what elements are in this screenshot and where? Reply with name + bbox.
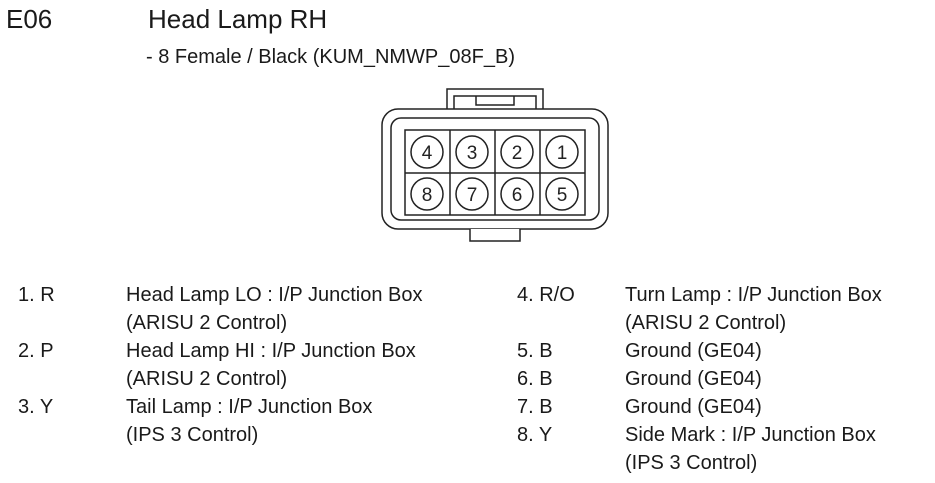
- connector-latch: [446, 88, 544, 109]
- pin-description: Head Lamp HI : I/P Junction Box (ARISU 2…: [126, 340, 416, 390]
- pin-label: 2: [512, 143, 523, 164]
- pin-cell-1: 1: [545, 135, 579, 169]
- pin-description: Ground (GE04): [625, 396, 762, 418]
- pin-description: Turn Lamp : I/P Junction Box (ARISU 2 Co…: [625, 284, 882, 334]
- pin-number: 6. B: [517, 368, 553, 390]
- pin-description: Tail Lamp : I/P Junction Box (IPS 3 Cont…: [126, 396, 373, 446]
- pin-label: 8: [422, 185, 433, 206]
- connector-title: Head Lamp RH: [148, 4, 328, 34]
- pin-number: 3. Y: [18, 396, 54, 418]
- pin-number: 7. B: [517, 396, 553, 418]
- pin-label: 1: [557, 143, 568, 164]
- connector-subtitle: - 8 Female / Black (KUM_NMWP_08F_B): [146, 46, 515, 68]
- pin-label: 4: [422, 143, 433, 164]
- pin-cell-5: 5: [545, 177, 579, 211]
- pin-description: Side Mark : I/P Junction Box (IPS 3 Cont…: [625, 424, 876, 474]
- pin-label: 3: [467, 143, 478, 164]
- pin-description: Ground (GE04): [625, 368, 762, 390]
- pin-number: 8. Y: [517, 424, 553, 446]
- pin-description: Head Lamp LO : I/P Junction Box (ARISU 2…: [126, 284, 423, 334]
- pin-label: 7: [467, 185, 478, 206]
- pin-cell-8: 8: [410, 177, 444, 211]
- pin-number: 1. R: [18, 284, 55, 306]
- pin-number: 5. B: [517, 340, 553, 362]
- connector-diagram: 4 3 2 1 8 7 6 5: [381, 88, 609, 242]
- pin-cell-4: 4: [410, 135, 444, 169]
- connector-bottom-tab: [469, 229, 521, 242]
- connector-code: E06: [6, 4, 53, 34]
- pin-label: 5: [557, 185, 568, 206]
- pin-number: 2. P: [18, 340, 54, 362]
- pin-assignment-table: 1. R Head Lamp LO : I/P Junction Box (AR…: [0, 281, 935, 481]
- pin-cell-3: 3: [455, 135, 489, 169]
- pin-number: 4. R/O: [517, 284, 575, 306]
- pin-cell-7: 7: [455, 177, 489, 211]
- pin-cell-2: 2: [500, 135, 534, 169]
- pin-label: 6: [512, 185, 523, 206]
- pin-description: Ground (GE04): [625, 340, 762, 362]
- pin-cell-6: 6: [500, 177, 534, 211]
